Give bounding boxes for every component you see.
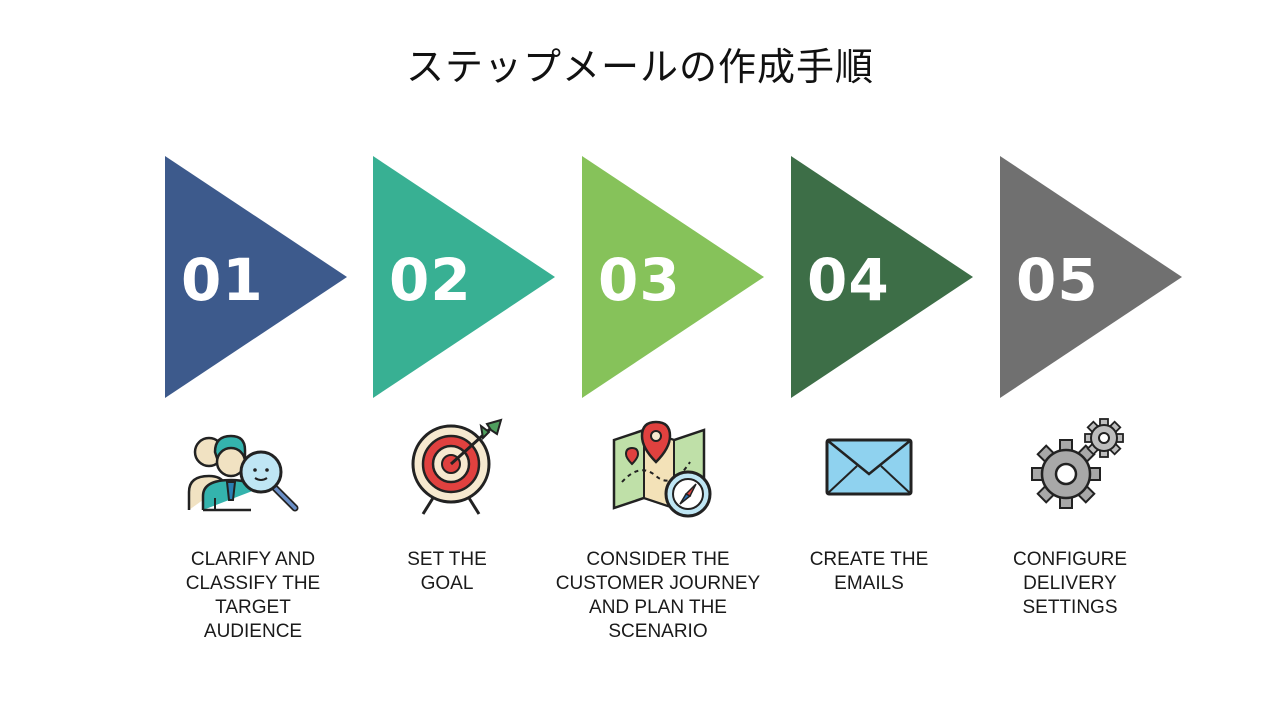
step-2-triangle: [373, 156, 555, 398]
target-goal-icon: [411, 418, 503, 515]
step-4-label: CREATE THE EMAILS: [809, 549, 929, 594]
step-5-arrow: [1000, 156, 1182, 398]
step-3-arrow: [582, 156, 764, 398]
step-3-number: 03: [598, 246, 681, 314]
step-1: 01 CLARIFY AND CLASSIFY THE TARGET AUDIE…: [165, 0, 405, 720]
step-2-label: SET THE GOAL: [407, 549, 487, 594]
map-compass-icon: [612, 420, 712, 518]
step-1-label: CLARIFY AND CLASSIFY THE TARGET AUDIENCE: [185, 549, 321, 642]
step-2-number: 02: [389, 246, 472, 314]
step-4-arrow: [791, 156, 973, 398]
step-5-triangle: [1000, 156, 1182, 398]
step-1-arrow: [165, 156, 347, 398]
step-3-triangle: [582, 156, 764, 398]
step-3-label: CONSIDER THE CUSTOMER JOURNEY AND PLAN T…: [555, 549, 761, 642]
step-4-number: 04: [807, 246, 890, 314]
gears-icon: [1031, 418, 1124, 509]
step-4: 04 CREATE THE EMAILS: [791, 0, 1031, 720]
step-5-label: CONFIGURE DELIVERY SETTINGS: [1013, 549, 1127, 618]
step-1-number: 01: [181, 246, 264, 314]
step-1-triangle: [165, 156, 347, 398]
step-4-triangle: [791, 156, 973, 398]
step-3: 03 CONSIDER THE CUSTOMER JOURNEY AND PLA…: [556, 0, 822, 720]
envelope-icon: [825, 438, 913, 496]
step-2: 02 SET THE GOAL: [373, 0, 613, 720]
page-title: ステップメールの作成手順: [405, 45, 874, 89]
step-5-number: 05: [1016, 246, 1099, 314]
step-2-arrow: [373, 156, 555, 398]
audience-search-icon: [187, 434, 299, 512]
step-5: 05: [1000, 0, 1240, 720]
